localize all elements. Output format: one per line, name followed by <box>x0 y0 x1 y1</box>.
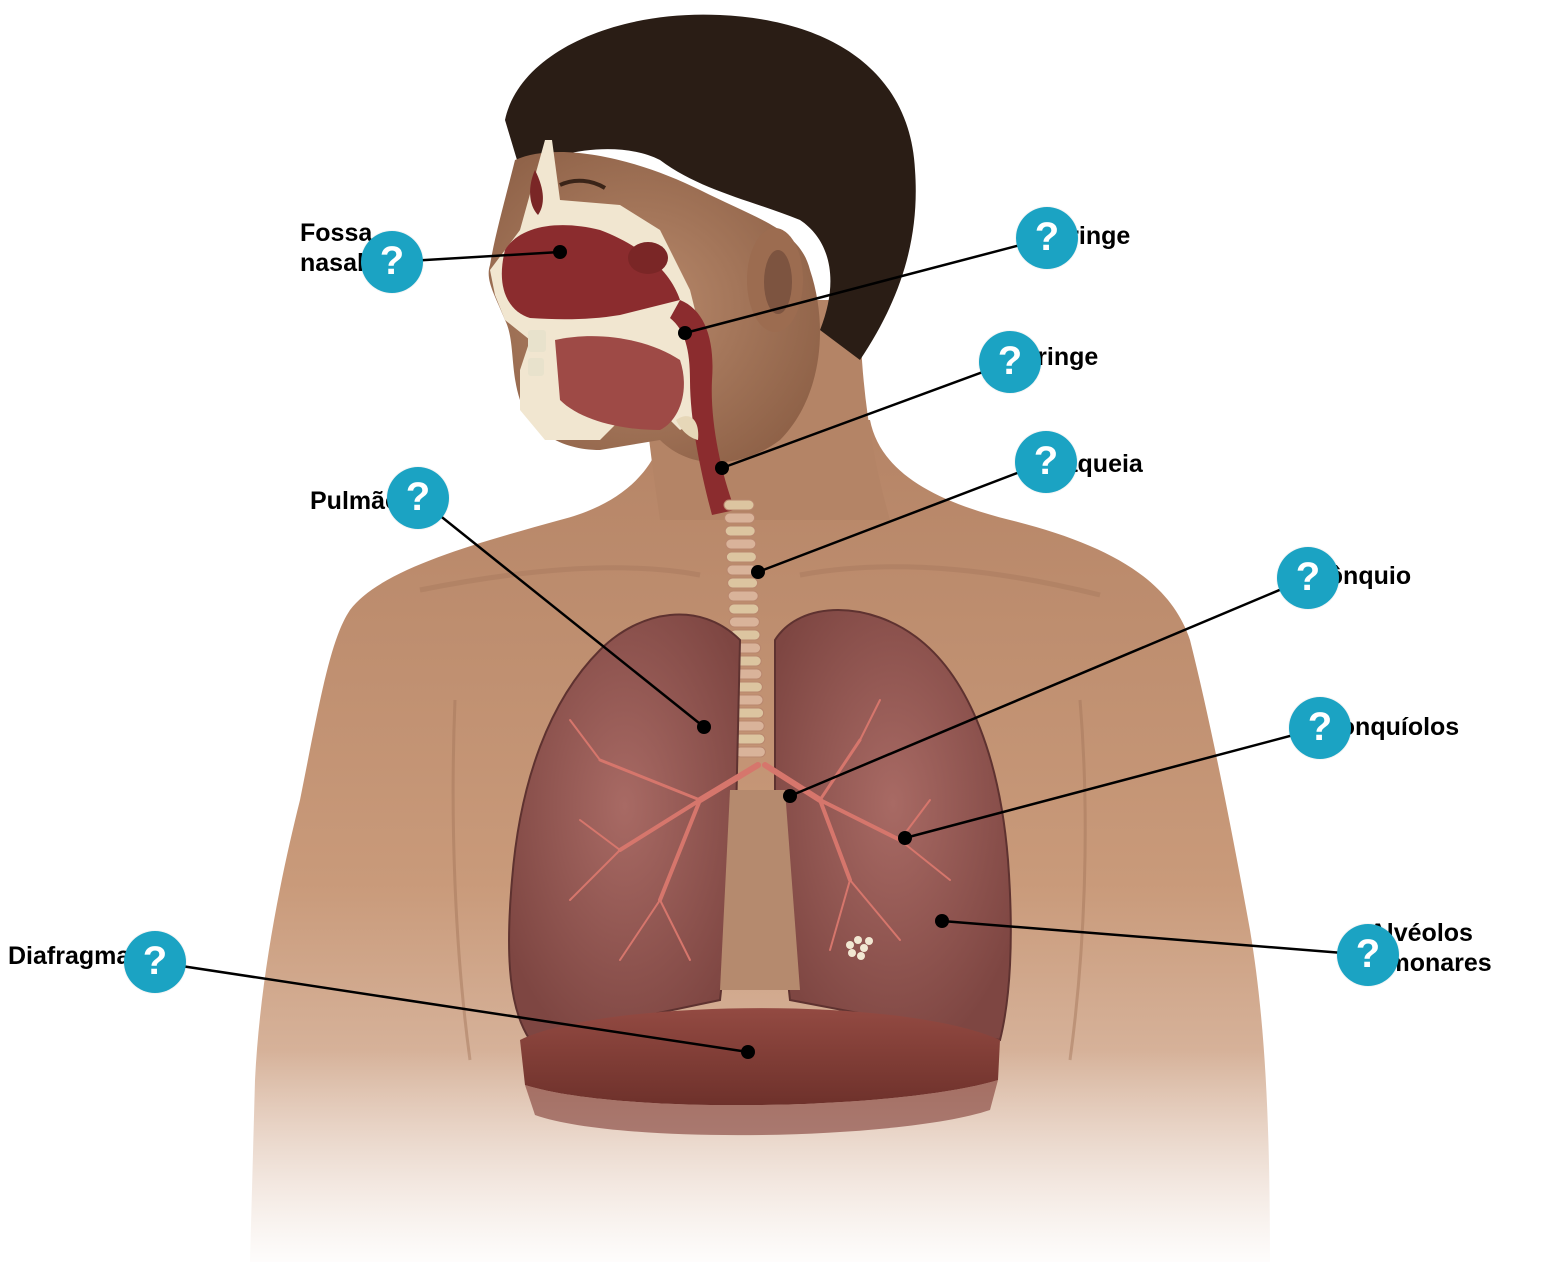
trachea-ring <box>728 591 758 601</box>
hint-button-bronquio[interactable]: ? <box>1277 547 1339 609</box>
pointer-dot-traqueia <box>751 565 765 579</box>
trachea-ring <box>729 617 759 627</box>
label-diafragma: Diafragma <box>8 941 130 971</box>
question-mark-icon: ? <box>998 341 1022 381</box>
trachea-ring <box>735 747 765 757</box>
hint-button-faringe[interactable]: ? <box>1016 207 1078 269</box>
trachea-ring <box>725 513 755 523</box>
pointer-dot-bronquio <box>783 789 797 803</box>
question-mark-icon: ? <box>1308 707 1332 747</box>
trachea-ring <box>726 539 756 549</box>
pointer-dot-fossa-nasal <box>553 245 567 259</box>
pointer-dot-alveolos <box>935 914 949 928</box>
hint-button-bronquiolos[interactable]: ? <box>1289 697 1351 759</box>
pointer-dot-bronquiolos <box>898 831 912 845</box>
question-mark-icon: ? <box>380 241 404 281</box>
hint-button-pulmao[interactable]: ? <box>387 467 449 529</box>
trachea-ring <box>728 578 758 588</box>
hint-button-diafragma[interactable]: ? <box>124 931 186 993</box>
trachea-ring <box>735 734 765 744</box>
question-mark-icon: ? <box>143 941 167 981</box>
hint-button-fossa-nasal[interactable]: ? <box>361 231 423 293</box>
pointer-dot-faringe <box>678 326 692 340</box>
pointer-dot-laringe <box>715 461 729 475</box>
question-mark-icon: ? <box>1035 217 1059 257</box>
hint-button-traqueia[interactable]: ? <box>1015 431 1077 493</box>
pointer-dot-pulmao <box>697 720 711 734</box>
hint-button-alveolos[interactable]: ? <box>1337 924 1399 986</box>
trachea-ring <box>729 604 759 614</box>
question-mark-icon: ? <box>1034 441 1058 481</box>
trachea-ring <box>724 500 754 510</box>
hint-button-laringe[interactable]: ? <box>979 331 1041 393</box>
trachea-ring <box>725 526 755 536</box>
question-mark-icon: ? <box>1356 934 1380 974</box>
pointer-dot-diafragma <box>741 1045 755 1059</box>
question-mark-icon: ? <box>406 477 430 517</box>
trachea-ring <box>726 552 756 562</box>
question-mark-icon: ? <box>1296 557 1320 597</box>
